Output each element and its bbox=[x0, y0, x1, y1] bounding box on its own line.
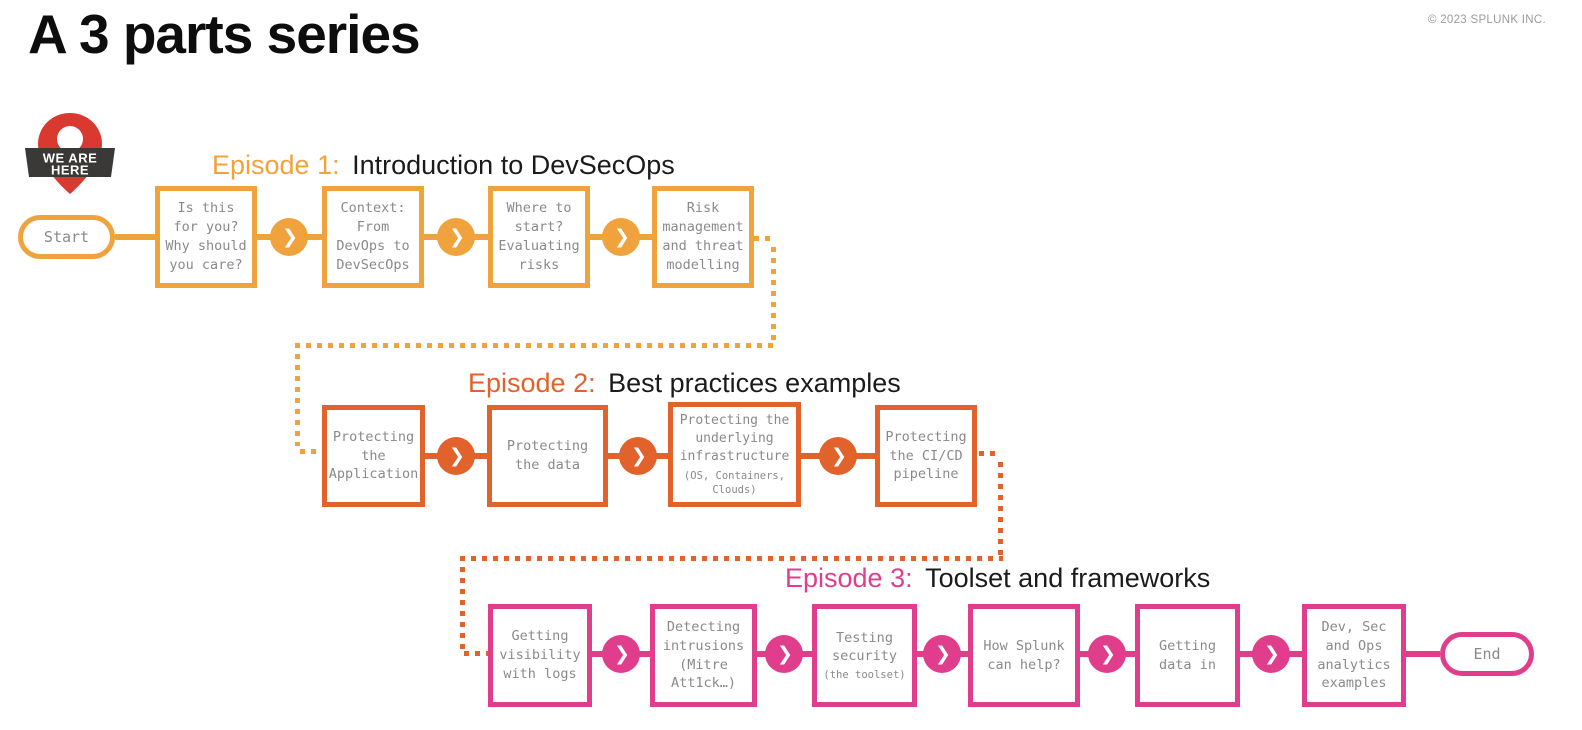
start-node: Start bbox=[18, 215, 115, 259]
step-text: Testing security bbox=[831, 629, 898, 665]
chevron-right-icon: ❯ bbox=[935, 643, 951, 665]
location-pin-icon: WE ARE HERE bbox=[25, 113, 115, 194]
chevron-right-icon: ❯ bbox=[777, 643, 793, 665]
dotted-connector bbox=[464, 651, 488, 656]
dotted-connector bbox=[979, 451, 1001, 456]
step-box-ep1-3: Where to start? Evaluating risks bbox=[488, 186, 590, 288]
marker-label-line1: WE ARE bbox=[43, 151, 98, 166]
connector-node: ❯ bbox=[602, 218, 640, 256]
connector-node: ❯ bbox=[437, 218, 475, 256]
marker-label-line2: HERE bbox=[51, 163, 89, 178]
connector-line bbox=[115, 234, 155, 240]
chevron-right-icon: ❯ bbox=[1264, 643, 1280, 665]
step-text: Is this for you? Why should you care? bbox=[165, 200, 247, 273]
connector-node: ❯ bbox=[923, 635, 961, 673]
connector-line bbox=[1406, 651, 1440, 657]
episode-1-title: Introduction to DevSecOps bbox=[352, 150, 675, 180]
end-label: End bbox=[1473, 645, 1501, 663]
step-subtext: (the toolset) bbox=[823, 669, 906, 682]
episode-2-heading: Episode 2: Best practices examples bbox=[468, 368, 901, 399]
step-text: Protecting the CI/CD pipeline bbox=[885, 428, 967, 483]
chevron-right-icon: ❯ bbox=[449, 445, 465, 467]
episode-1-label: Episode 1: bbox=[212, 150, 340, 180]
chevron-right-icon: ❯ bbox=[631, 445, 647, 467]
episode-3-heading: Episode 3: Toolset and frameworks bbox=[785, 563, 1210, 594]
we-are-here-marker: WE ARE HERE bbox=[22, 110, 118, 205]
step-text: Dev, Sec and Ops analytics examples bbox=[1317, 618, 1391, 692]
step-text: Protecting the Application bbox=[328, 428, 419, 483]
step-box-ep2-3: Protecting the underlying infrastructure… bbox=[668, 402, 801, 507]
step-text: Protecting the underlying infrastructure bbox=[679, 413, 790, 465]
episode-1-heading: Episode 1: Introduction to DevSecOps bbox=[212, 150, 675, 181]
connector-node: ❯ bbox=[602, 635, 640, 673]
dotted-connector bbox=[754, 236, 776, 241]
chevron-right-icon: ❯ bbox=[282, 226, 298, 248]
connector-node: ❯ bbox=[619, 437, 657, 475]
step-box-ep3-4: How Splunk can help? bbox=[968, 604, 1080, 707]
episode-3-label: Episode 3: bbox=[785, 563, 913, 593]
step-box-ep1-2: Context: From DevOps to DevSecOps bbox=[322, 186, 424, 288]
end-node: End bbox=[1440, 632, 1534, 676]
dotted-connector bbox=[295, 343, 777, 348]
chevron-right-icon: ❯ bbox=[1100, 643, 1116, 665]
start-label: Start bbox=[43, 228, 90, 246]
step-text: Protecting the data bbox=[506, 438, 589, 473]
dotted-connector bbox=[460, 556, 1003, 561]
step-text: Context: From DevOps to DevSecOps bbox=[336, 200, 410, 273]
chevron-right-icon: ❯ bbox=[449, 226, 465, 248]
dotted-connector bbox=[460, 567, 465, 651]
chevron-right-icon: ❯ bbox=[614, 226, 630, 248]
chevron-right-icon: ❯ bbox=[831, 445, 847, 467]
connector-node: ❯ bbox=[819, 437, 857, 475]
step-box-ep1-4: Risk management and threat modelling bbox=[652, 186, 754, 288]
step-box-ep1-1: Is this for you? Why should you care? bbox=[155, 186, 257, 288]
dotted-connector bbox=[998, 462, 1003, 556]
dotted-connector bbox=[771, 247, 776, 343]
step-text: Where to start? Evaluating risks bbox=[498, 200, 580, 273]
step-box-ep3-6: Dev, Sec and Ops analytics examples bbox=[1302, 604, 1406, 707]
page-title: A 3 parts series bbox=[28, 3, 421, 65]
chevron-right-icon: ❯ bbox=[614, 643, 630, 665]
connector-node: ❯ bbox=[765, 635, 803, 673]
step-box-ep2-2: Protecting the data bbox=[487, 405, 608, 507]
episode-2-title: Best practices examples bbox=[608, 368, 901, 398]
connector-node: ❯ bbox=[437, 437, 475, 475]
copyright-notice: © 2023 SPLUNK INC. bbox=[1427, 14, 1546, 26]
episode-3-title: Toolset and frameworks bbox=[925, 563, 1211, 593]
step-text: How Splunk can help? bbox=[983, 637, 1065, 673]
step-box-ep3-2: Detecting intrusions (Mitre Att1ck…) bbox=[650, 604, 757, 707]
step-box-ep3-3: Testing security (the toolset) bbox=[812, 604, 917, 707]
dotted-connector bbox=[295, 354, 300, 446]
episode-2-label: Episode 2: bbox=[468, 368, 596, 398]
step-box-ep2-4: Protecting the CI/CD pipeline bbox=[875, 405, 977, 507]
step-box-ep3-5: Getting data in bbox=[1135, 604, 1240, 707]
step-subtext: (OS, Containers, Clouds) bbox=[683, 469, 786, 496]
step-text: Getting visibility with logs bbox=[499, 628, 581, 682]
step-box-ep3-1: Getting visibility with logs bbox=[488, 604, 592, 707]
step-text: Getting data in bbox=[1159, 637, 1216, 673]
step-text: Risk management and threat modelling bbox=[662, 200, 744, 273]
step-box-ep2-1: Protecting the Application bbox=[322, 405, 425, 507]
connector-node: ❯ bbox=[270, 218, 308, 256]
connector-node: ❯ bbox=[1088, 635, 1126, 673]
connector-node: ❯ bbox=[1252, 635, 1290, 673]
dotted-connector bbox=[300, 449, 324, 454]
step-text: Detecting intrusions (Mitre Att1ck…) bbox=[662, 618, 745, 692]
